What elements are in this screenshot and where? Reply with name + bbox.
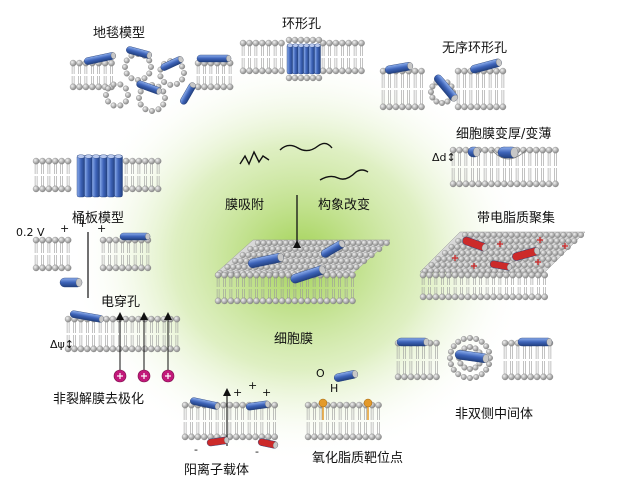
electroporation-illustration	[32, 232, 152, 298]
anion-carrier-illustration	[181, 388, 279, 449]
plus-charge: +	[233, 386, 243, 399]
voltage-annotation: 0.2 V	[16, 226, 45, 239]
non-lytic-depolarization-illustration	[64, 310, 181, 383]
label-disordered-toroidal-pore: 无序环形孔	[442, 41, 508, 56]
label-conformation-change: 构象改变	[318, 198, 371, 213]
carpet-model-illustration	[69, 46, 234, 114]
toroidal-pore-illustration	[239, 36, 365, 82]
barrel-stave-illustration	[32, 154, 162, 198]
label-toroidal-pore: 环形孔	[282, 17, 322, 32]
plus-charge: +	[262, 386, 272, 399]
oxidized-lipid-target-illustration	[304, 370, 382, 441]
minus-charge: -	[255, 445, 259, 458]
label-charged-lipid-clustering: 带电脂质聚集	[477, 211, 556, 226]
label-electroporation: 电穿孔	[101, 295, 141, 310]
plus-charge: +	[97, 222, 107, 235]
membrane-thickening-illustration	[449, 146, 559, 188]
disordered-toroidal-pore-illustration	[379, 58, 507, 111]
non-bilayer-intermediate-illustration	[394, 335, 554, 381]
plus-charge: +	[78, 217, 88, 230]
plus-charge: +	[60, 222, 70, 235]
label-non-lytic-depolarization: 非裂解膜去极化	[53, 392, 145, 407]
hydrogen-annotation: H	[330, 382, 339, 395]
label-cell-membrane: 细胞膜	[274, 332, 314, 347]
delta-psi-annotation: Δψ↕	[50, 338, 74, 351]
label-oxidized-lipid-targeting: 氧化脂质靶位点	[312, 451, 404, 466]
label-membrane-adsorption: 膜吸附	[225, 198, 265, 213]
label-anion-carrier: 阳离子载体	[184, 463, 250, 478]
minus-charge: -	[194, 443, 198, 456]
cell-membrane-illustration	[214, 142, 391, 305]
charged-lipid-clustering-illustration	[419, 231, 586, 301]
delta-d-annotation: Δd↕	[432, 151, 456, 164]
plus-charge: +	[248, 379, 258, 392]
label-non-bilayer-intermediate: 非双侧中间体	[455, 407, 534, 422]
label-barrel-stave: 桶板模型	[72, 211, 125, 226]
label-carpet-model: 地毯模型	[93, 26, 146, 41]
label-membrane-thickening: 细胞膜变厚/变薄	[456, 127, 552, 142]
oxygen-annotation: O	[316, 367, 325, 380]
